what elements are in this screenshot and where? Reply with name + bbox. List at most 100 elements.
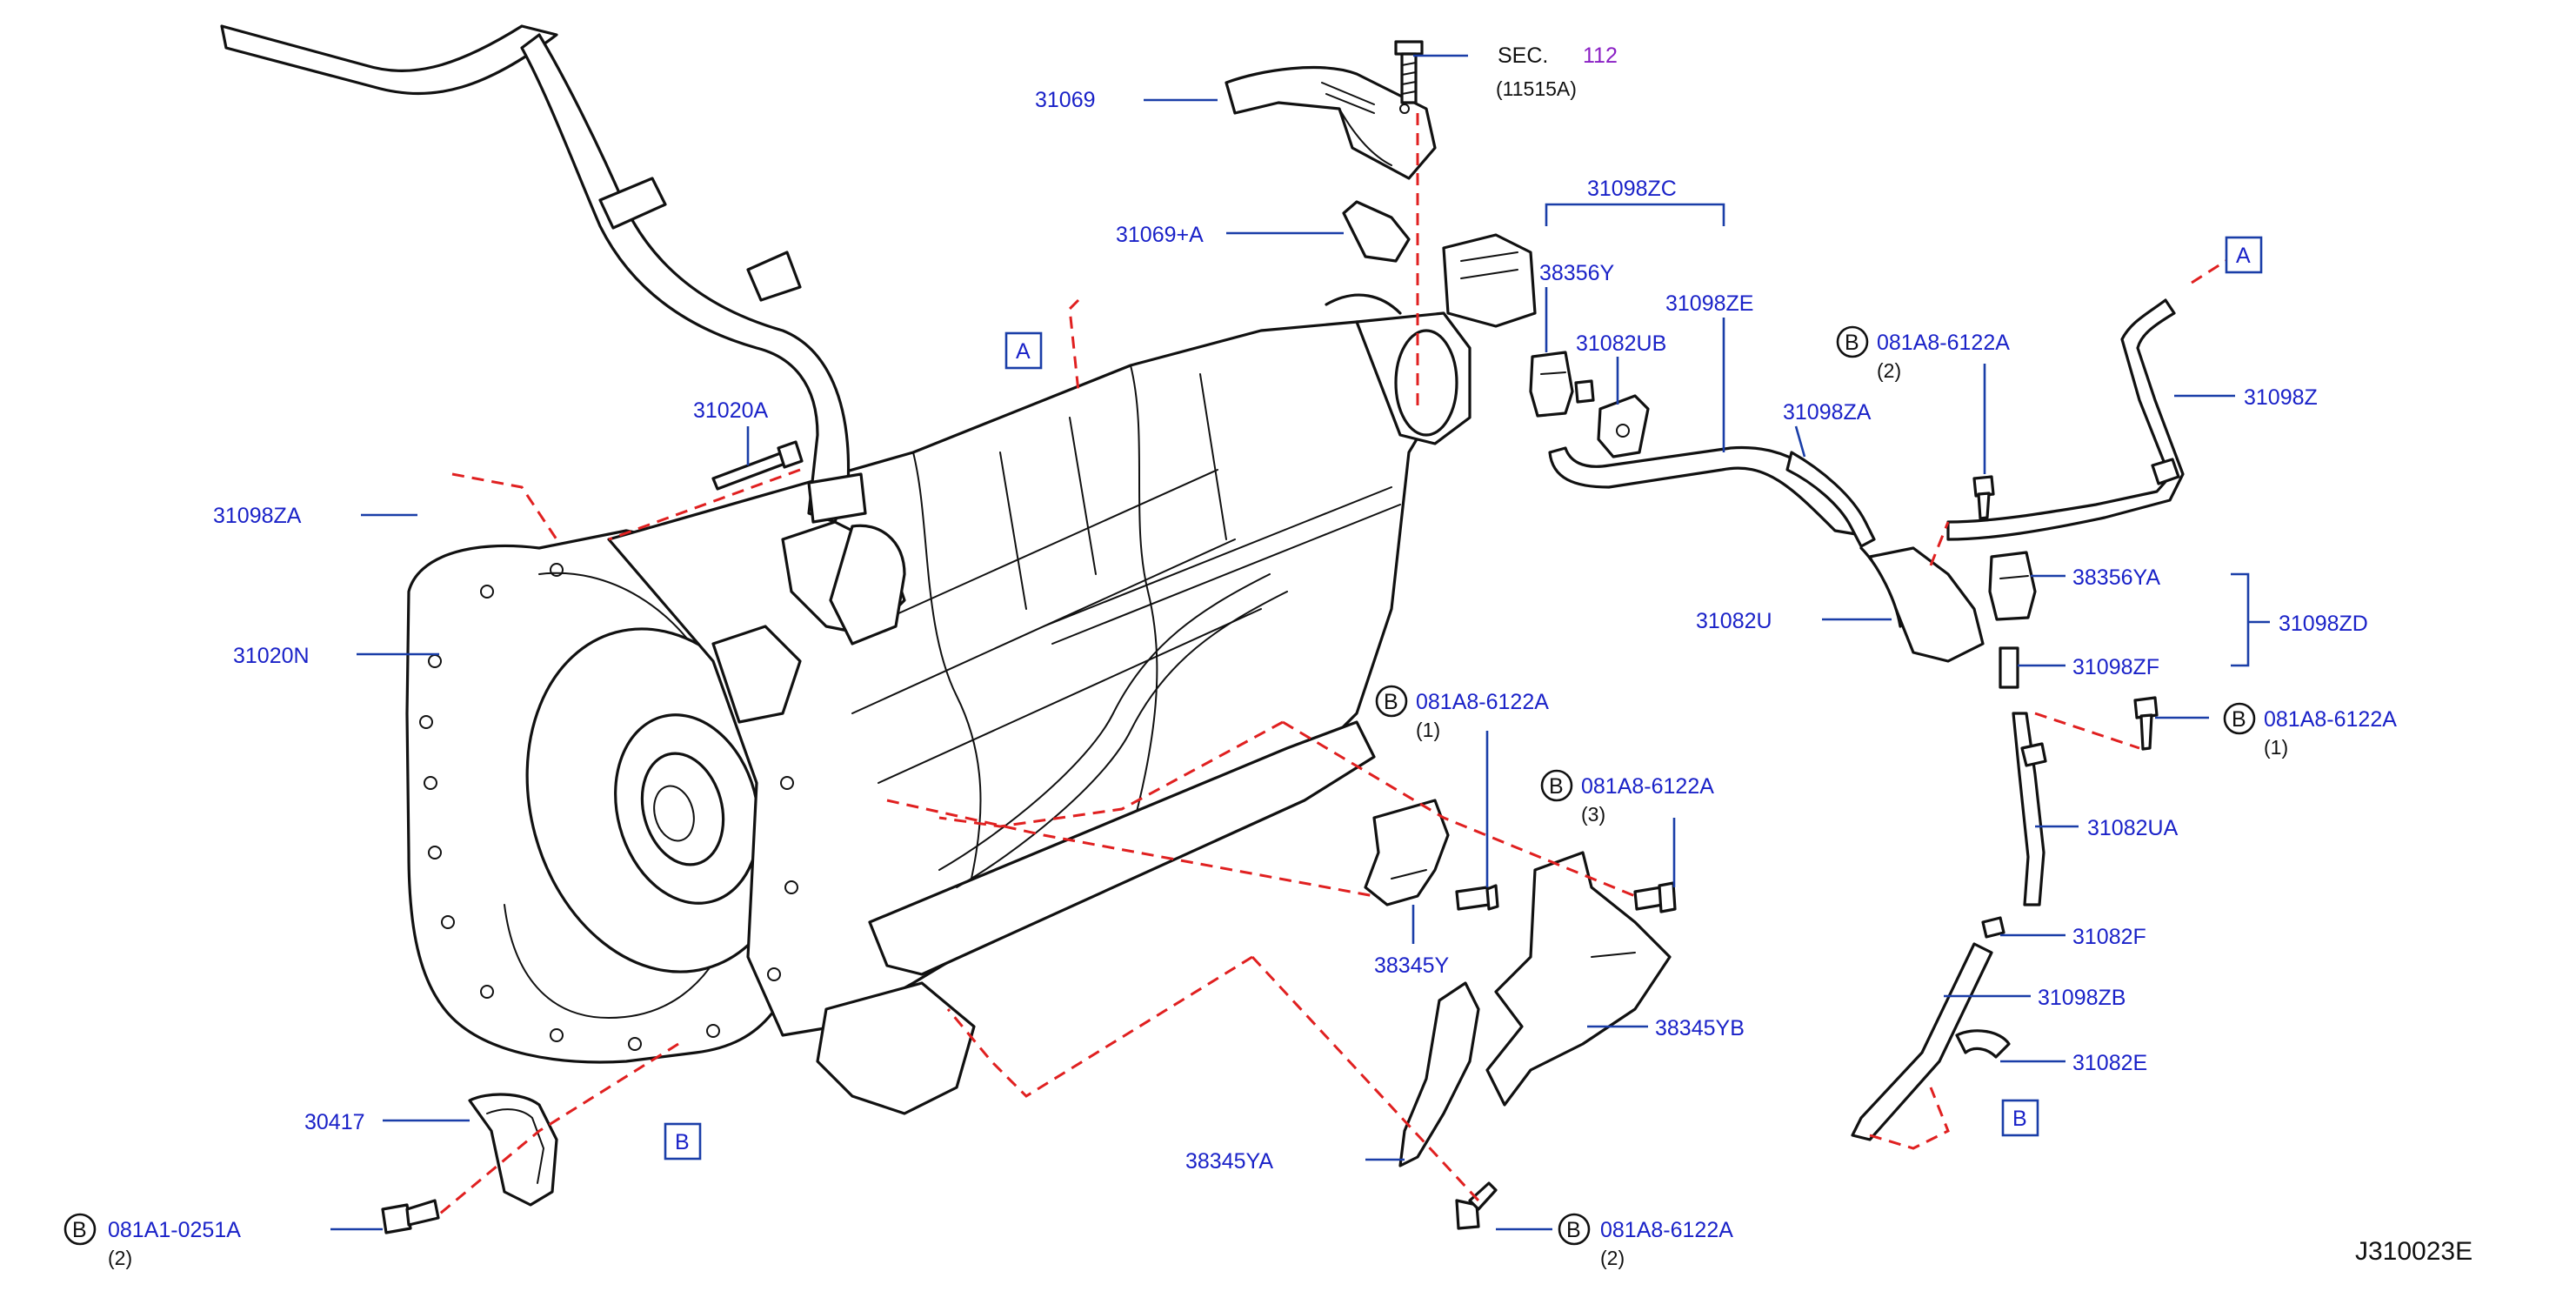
- badge-letter: B: [2232, 707, 2246, 732]
- label-sec-sub: (11515A): [1496, 77, 1577, 100]
- clamp-31082F: [1981, 916, 2005, 939]
- label-31020N: 31020N: [233, 644, 310, 668]
- leaders: [330, 54, 2270, 1231]
- label-31098ZE: 31098ZE: [1665, 291, 1753, 316]
- bracket-31069: [1225, 66, 1437, 180]
- bolt-qty: (2): [108, 1247, 132, 1269]
- bolt-callout-b4: B 081A8-6122A (1): [2223, 702, 2397, 759]
- reference-dashes: [434, 113, 2240, 1220]
- label-30417: 30417: [304, 1110, 365, 1134]
- callout-labels: 31069 31069+A SEC. 112 (11515A) 31020A 3…: [213, 43, 2368, 1174]
- bolt-081A8-b4: [2133, 696, 2159, 751]
- bolt-part-number: 081A8-6122A: [1581, 774, 1714, 799]
- badge-letter: B: [1566, 1218, 1581, 1242]
- bolt-081A8-b5: [1455, 1181, 1498, 1230]
- bolt-qty: (2): [1600, 1247, 1625, 1269]
- clip-38356Y: [1529, 351, 1595, 418]
- hose-31098ZE: [1548, 445, 1867, 537]
- ref-box-b-right: B: [2001, 1099, 2039, 1137]
- badge-circle: [1558, 1213, 1591, 1246]
- bolt-081A8-b1: [1972, 475, 1995, 520]
- bolt-part-number: 081A8-6122A: [1600, 1218, 1733, 1242]
- badge-circle: [1540, 769, 1573, 802]
- bracket-31082UB: [1597, 394, 1650, 458]
- diagram-code: J310023E: [2355, 1237, 2473, 1266]
- bolt-part-number: 081A8-6122A: [2264, 707, 2397, 732]
- bolt-callout-b5: B 081A8-6122A (2): [1558, 1213, 1733, 1269]
- gasket-30417: [468, 1093, 558, 1207]
- badge-circle: [2223, 702, 2256, 735]
- badge-letter: B: [1549, 774, 1564, 799]
- label-31098ZC: 31098ZC: [1587, 177, 1677, 201]
- label-sec-prefix: SEC.: [1498, 43, 1548, 68]
- bolts: [381, 440, 2159, 1234]
- hose-31098ZA-right: [1785, 451, 1876, 548]
- label-31069A: 31069+A: [1116, 223, 1204, 247]
- ref-letter: B: [2012, 1107, 2027, 1131]
- bolt-part-number: 081A8-6122A: [1877, 331, 2010, 355]
- label-38345Y: 38345Y: [1374, 953, 1450, 978]
- label-31082F: 31082F: [2072, 925, 2146, 949]
- clip-38356YA: [1988, 551, 2037, 621]
- label-38345YB: 38345YB: [1655, 1016, 1745, 1040]
- bolt-callout-b1: B 081A8-6122A (2): [1836, 325, 2010, 382]
- label-31098ZB: 31098ZB: [2038, 986, 2126, 1010]
- clip-31082E: [1955, 1029, 2011, 1059]
- reference-boxes: A A B B: [664, 236, 2263, 1161]
- shield-38345YB: [1485, 851, 1672, 1107]
- bolt-qty: (1): [2264, 736, 2288, 759]
- badge-circle: [1375, 685, 1408, 718]
- transmission-assembly: [405, 311, 1472, 1115]
- hose-31098ZF: [1999, 646, 2019, 689]
- badge-circle: [1836, 325, 1869, 358]
- ref-box-a-right: A: [2225, 236, 2263, 274]
- bolt-081A8-b3: [1633, 881, 1677, 913]
- label-38345YA: 38345YA: [1185, 1149, 1273, 1174]
- label-31098Z: 31098Z: [2244, 385, 2318, 410]
- bolt-callouts: B 081A8-6122A (2) B 081A8-6122A (1) B 08…: [63, 325, 2397, 1269]
- connector-housing: [1325, 233, 1537, 328]
- ref-letter: A: [2236, 244, 2251, 268]
- shield-38345YA: [1398, 981, 1480, 1167]
- bolt-qty: (2): [1877, 359, 1901, 382]
- bracket-31082U: [1859, 546, 1985, 663]
- label-31098ZA-left: 31098ZA: [213, 504, 302, 528]
- label-31098ZF: 31098ZF: [2072, 655, 2159, 679]
- bolt-31020A: [711, 440, 804, 491]
- ref-letter: A: [1016, 339, 1031, 364]
- bolt-qty: (3): [1581, 803, 1605, 826]
- badge-letter: B: [1384, 690, 1398, 714]
- bolt-callout-b2: B 081A8-6122A (1): [1375, 685, 1549, 741]
- bolt-081A8-b2: [1455, 884, 1499, 911]
- label-31082E: 31082E: [2072, 1051, 2147, 1075]
- bolt-sec112: [1394, 40, 1424, 104]
- bolt-callout-b3: B 081A8-6122A (3): [1540, 769, 1714, 826]
- label-31069: 31069: [1035, 88, 1096, 112]
- bolt-part-number: 081A1-0251A: [108, 1218, 241, 1242]
- ref-letter: B: [675, 1130, 690, 1154]
- label-sec-number: 112: [1583, 43, 1618, 68]
- bracket-31069A: [1342, 200, 1411, 263]
- badge-circle: [63, 1213, 97, 1246]
- label-31082UB: 31082UB: [1576, 331, 1666, 356]
- badge-letter: B: [1845, 331, 1859, 355]
- ref-box-b-left: B: [664, 1122, 702, 1161]
- hose-31098Z: [1946, 298, 2185, 541]
- label-31098ZA-right: 31098ZA: [1783, 400, 1872, 425]
- hose-31098ZB: [1851, 942, 1993, 1141]
- bolt-callout-b6: B 081A1-0251A (2): [63, 1213, 241, 1269]
- bolt-qty: (1): [1416, 719, 1440, 741]
- filler-tube: [220, 24, 906, 646]
- badge-letter: B: [72, 1218, 87, 1242]
- label-38356YA: 38356YA: [2072, 565, 2160, 590]
- label-31082U: 31082U: [1696, 609, 1772, 633]
- shield-38345Y: [1364, 799, 1450, 906]
- bolt-part-number: 081A8-6122A: [1416, 690, 1549, 714]
- bolt-081A1-b6: [381, 1199, 440, 1234]
- label-31098ZD: 31098ZD: [2279, 612, 2368, 636]
- ref-box-a-left: A: [1004, 331, 1043, 370]
- label-38356Y: 38356Y: [1539, 261, 1615, 285]
- tube-31082UA: [2012, 712, 2047, 906]
